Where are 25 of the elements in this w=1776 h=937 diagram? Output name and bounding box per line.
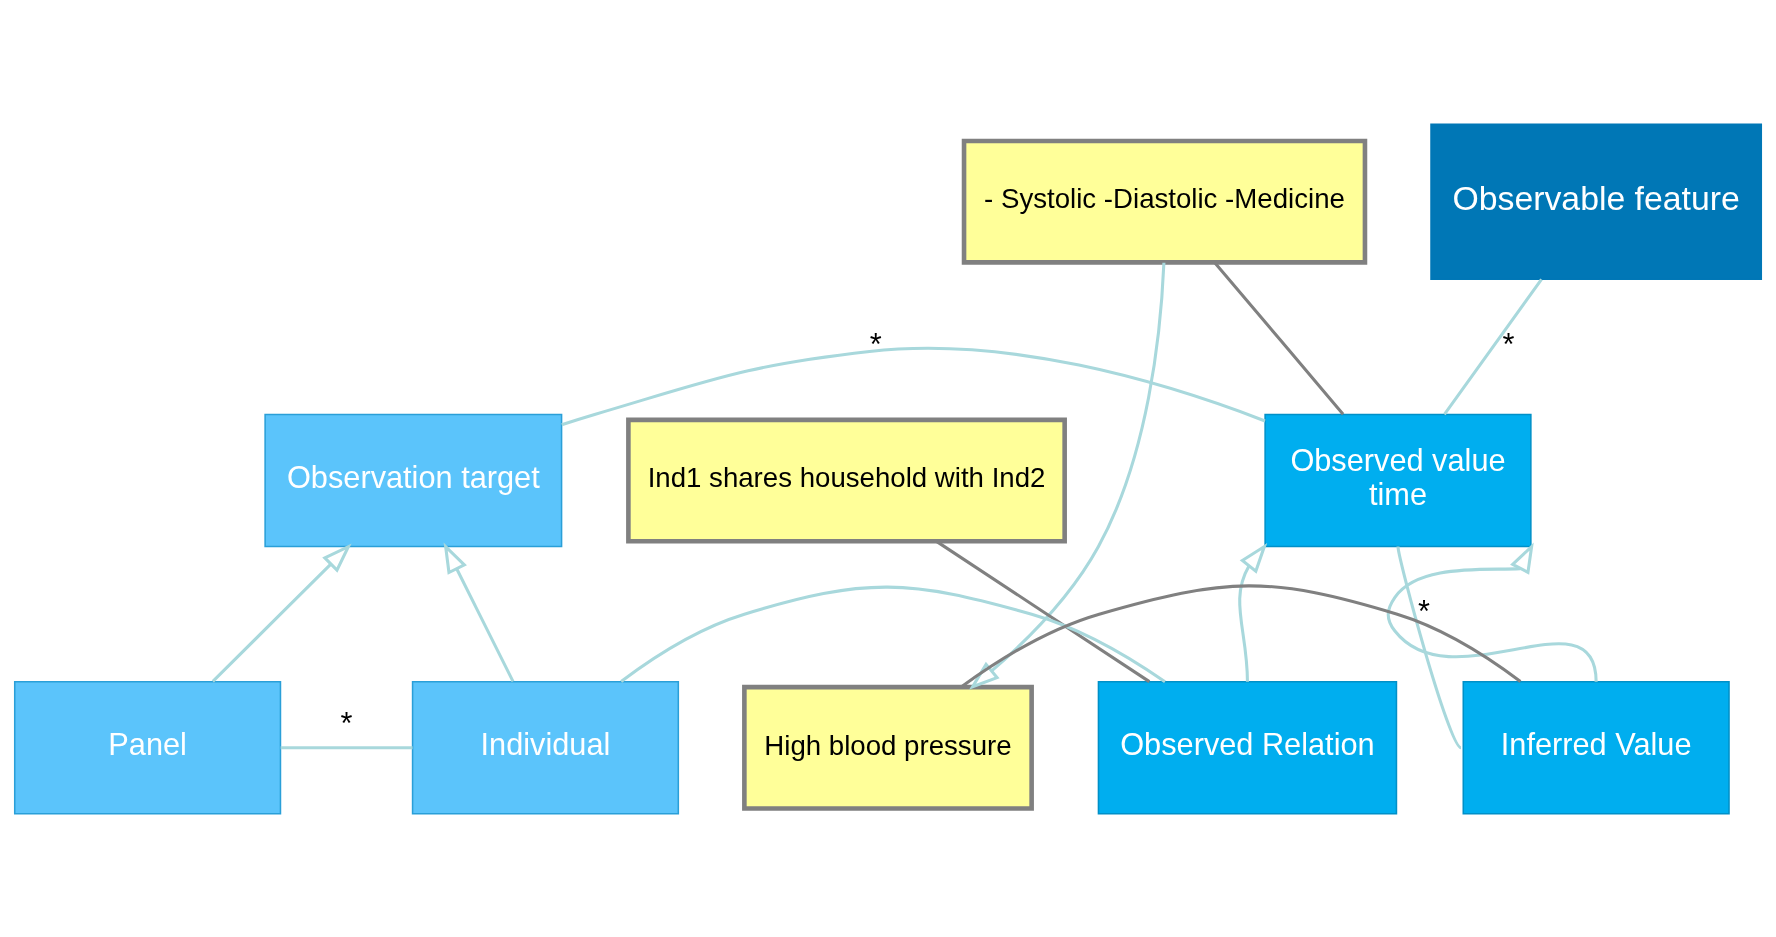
- node-box: Inferred Value: [1462, 680, 1730, 815]
- connector: [1396, 545, 1463, 749]
- connector: [561, 346, 1266, 426]
- node-box: Panel: [13, 680, 282, 815]
- connector: [1443, 277, 1543, 415]
- connector: [960, 583, 1522, 688]
- node-box: Observed value time: [1264, 413, 1532, 547]
- arrow: [1238, 542, 1268, 682]
- edge-label: *: [1418, 593, 1431, 629]
- node-box: Observed Relation: [1097, 680, 1398, 815]
- node-box: High blood pressure: [742, 684, 1034, 811]
- node-box: Individual: [411, 680, 680, 815]
- node-box: Ind1 shares household with Ind2: [626, 417, 1067, 543]
- arrow: [211, 542, 352, 682]
- node-box: Observation target: [264, 413, 563, 547]
- arrow: [1386, 541, 1598, 682]
- arrow: [969, 262, 1166, 690]
- arrow: [443, 542, 515, 682]
- connector: [280, 745, 413, 749]
- edge-label: *: [1502, 326, 1515, 362]
- node-box: Observable feature: [1430, 122, 1763, 280]
- connector: [620, 585, 1166, 683]
- edge-label: *: [340, 705, 353, 741]
- edge-label: *: [869, 326, 882, 362]
- node-box: - Systolic -Diastolic -Medicine: [961, 138, 1368, 265]
